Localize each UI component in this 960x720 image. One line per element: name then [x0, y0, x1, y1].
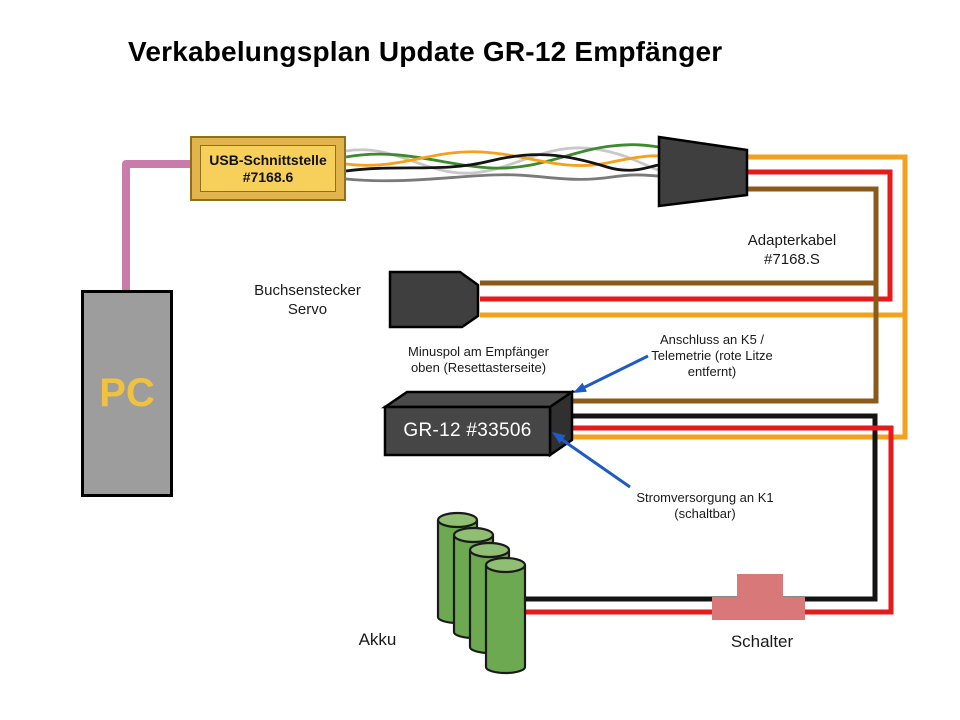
servo-socket-connector — [388, 270, 480, 329]
page-title: Verkabelungsplan Update GR-12 Empfänger — [128, 36, 723, 67]
usb-interface-panel: USB-Schnittstelle #7168.6 — [200, 145, 336, 192]
pc-label: PC — [99, 371, 155, 415]
k1-annotation: Stromversorgung an K1 (schaltbar) — [625, 490, 785, 522]
servo-connector-line2: Servo — [287, 301, 328, 318]
red-wire-battery — [506, 425, 894, 615]
adapter-cable-label: Adapterkabel #7168.S — [712, 231, 872, 269]
adapter-cable-part-no: #7168.S — [764, 251, 820, 268]
receiver-box-top — [380, 390, 577, 409]
pc-box: PC — [81, 290, 173, 497]
k5-line3: entfernt) — [687, 364, 737, 379]
k1-arrow — [552, 432, 631, 489]
red-wire-adapter — [480, 169, 893, 302]
adapter-cable-name: Adapterkabel — [747, 232, 837, 249]
servo-connector-label: Buchsenstecker Servo — [230, 281, 385, 319]
switch-label: Schalter — [730, 632, 794, 651]
minuspol-line1: Minuspol am Empfänger — [408, 344, 549, 359]
twisted-wire-bundle — [345, 143, 660, 183]
routing-wires — [480, 154, 908, 615]
k1-line2: (schaltbar) — [674, 506, 736, 521]
battery-cell-4 — [484, 556, 527, 675]
k1-arrowhead-icon — [552, 432, 566, 444]
usb-interface-part-no: #7168.6 — [242, 168, 294, 185]
twisted-wire-green — [345, 143, 660, 170]
receiver-box-front — [383, 405, 552, 457]
orange-wire-main — [552, 154, 908, 440]
twisted-wire-orange — [345, 150, 660, 167]
receiver-label: GR-12 #33506 — [403, 420, 532, 441]
k5-arrowhead-icon — [573, 382, 587, 393]
usb-cable-wire — [122, 160, 192, 292]
brown-wire-main — [568, 186, 879, 404]
twisted-wire-black — [345, 153, 660, 173]
minuspol-annotation: Minuspol am Empfänger oben (Resettasters… — [396, 344, 561, 376]
receiver-box — [380, 389, 577, 458]
switch-toggle — [737, 574, 783, 599]
servo-connector-line1: Buchsenstecker — [254, 282, 361, 299]
switch-body — [712, 597, 805, 620]
k5-annotation: Anschluss an K5 / Telemetrie (rote Litze… — [632, 332, 792, 380]
usb-interface-box: USB-Schnittstelle #7168.6 — [190, 136, 346, 201]
battery-label: Akku — [358, 630, 397, 649]
power-switch — [712, 574, 805, 620]
k5-arrow — [573, 354, 649, 393]
adapter-plug-connector — [657, 135, 749, 208]
twisted-wire-gray — [345, 173, 660, 183]
black-wire-battery — [506, 413, 878, 602]
battery-cells — [436, 511, 527, 675]
k1-line1: Stromversorgung an K1 — [636, 490, 774, 505]
minuspol-line2: oben (Resettasterseite) — [410, 360, 547, 375]
k5-line1: Anschluss an K5 / — [659, 332, 765, 347]
k5-line2: Telemetrie (rote Litze — [651, 348, 773, 363]
usb-interface-name: USB-Schnittstelle — [209, 151, 327, 168]
annotation-arrows — [552, 354, 649, 489]
